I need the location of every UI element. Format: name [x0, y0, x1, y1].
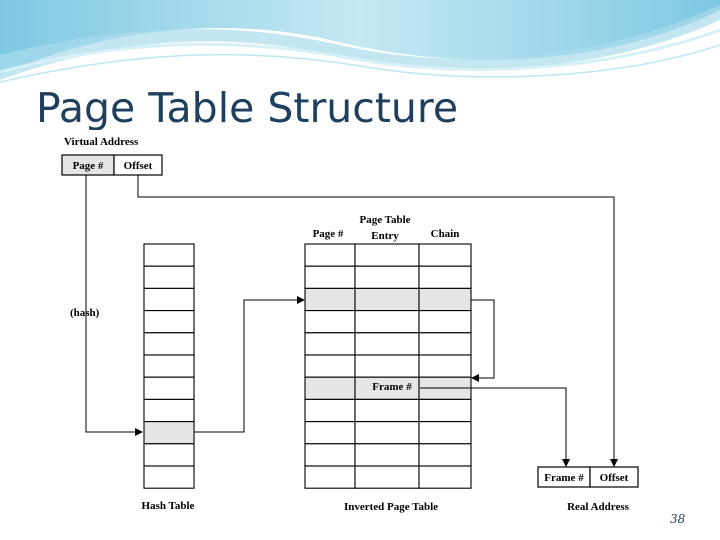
decorative-wave-banner — [0, 0, 720, 83]
page-number-cell — [304, 243, 356, 267]
virtual-offset-text: Offset — [124, 160, 153, 172]
virtual-address-label: Virtual Address — [64, 136, 139, 148]
page-number-cell — [304, 354, 356, 378]
hash-table-entry — [143, 443, 195, 467]
hash-table-entry — [143, 465, 195, 489]
hash-table-entry-highlighted — [143, 421, 195, 445]
hash-table-entry — [143, 354, 195, 378]
offset-to-real-address-arrow — [137, 175, 618, 467]
chain-cell — [418, 398, 472, 423]
page-number-cell — [304, 398, 356, 423]
page-number-to-hash-table-arrow — [85, 175, 143, 436]
column-header-pte-line2: Entry — [371, 230, 399, 242]
page-table-entry-cell — [354, 310, 420, 334]
hash-table-entry — [143, 332, 195, 356]
page-table-entry-cell — [354, 354, 420, 378]
chain-cell — [418, 443, 472, 467]
chain-cell — [418, 265, 472, 289]
real-offset-field — [589, 466, 639, 488]
hash-table-entry — [143, 265, 195, 289]
virtual-page-number-text: Page # — [73, 160, 104, 172]
chain-cell — [418, 465, 472, 489]
chain-cell — [418, 243, 472, 267]
hash-table-to-page-table-arrow — [194, 296, 305, 433]
hash-table-entry — [143, 243, 195, 267]
column-header-pte-line1: Page Table — [359, 214, 410, 226]
page-table-entry-cell — [354, 465, 420, 489]
slide-number: 38 — [670, 512, 686, 526]
chain-cell — [418, 354, 472, 378]
real-offset-text: Offset — [600, 472, 629, 484]
inverted-page-table — [304, 243, 472, 489]
frame-number-cell-text: Frame # — [372, 381, 412, 393]
inverted-page-table-label: Inverted Page Table — [344, 501, 438, 513]
hash-table-entry — [143, 398, 195, 423]
page-table-entry-cell — [354, 265, 420, 289]
page-table-entry-cell-highlighted — [354, 287, 420, 312]
frame-number-to-real-address-arrow — [420, 387, 570, 467]
inverted-page-table-diagram: Virtual Address Page # Offset Hash Table… — [58, 130, 648, 516]
chain-cell-highlighted — [418, 287, 472, 312]
chain-cell — [418, 332, 472, 356]
chain-cell — [418, 310, 472, 334]
hash-table-entry — [143, 287, 195, 312]
page-number-cell — [304, 443, 356, 467]
page-number-cell-highlighted — [304, 376, 356, 400]
page-table-entry-cell — [354, 421, 420, 445]
real-address-label: Real Address — [567, 501, 630, 513]
page-number-cell — [304, 265, 356, 289]
hash-function-label: (hash) — [70, 307, 100, 319]
hash-table-entry — [143, 310, 195, 334]
hash-table-label: Hash Table — [142, 500, 195, 512]
page-table-entry-cell — [354, 243, 420, 267]
page-number-cell-highlighted — [304, 287, 356, 312]
slide-title: Page Table Structure — [36, 84, 459, 132]
page-table-entry-cell — [354, 332, 420, 356]
column-header-page-number: Page # — [313, 228, 344, 240]
page-number-cell — [304, 465, 356, 489]
page-number-cell — [304, 310, 356, 334]
page-table-entry-cell — [354, 398, 420, 423]
hash-table-entry — [143, 376, 195, 400]
page-number-cell — [304, 421, 356, 445]
page-number-cell — [304, 332, 356, 356]
real-frame-number-text: Frame # — [544, 472, 584, 484]
chain-cell — [418, 421, 472, 445]
chain-pointer-arrow — [471, 299, 495, 382]
hash-table — [143, 243, 195, 489]
column-header-chain: Chain — [431, 228, 460, 240]
page-table-entry-cell — [354, 443, 420, 467]
